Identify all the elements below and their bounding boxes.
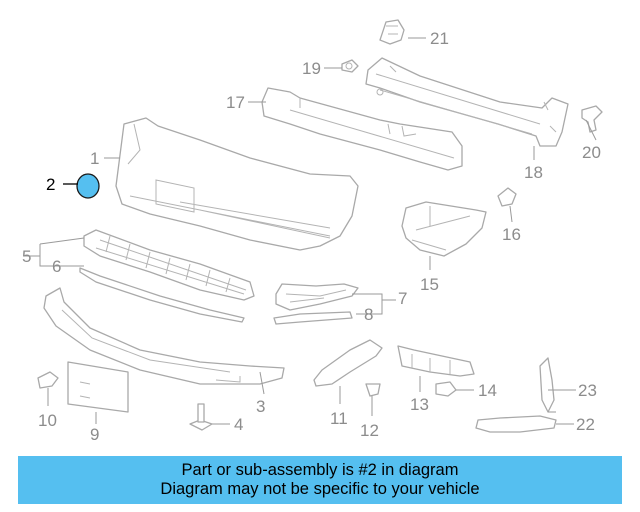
callout-17: 17	[226, 93, 245, 112]
part-12-clip	[365, 383, 381, 397]
part-19-bolt	[341, 59, 359, 73]
part-11-bracket	[313, 339, 383, 387]
part-16-bolt	[497, 187, 517, 207]
part-20-bolt	[581, 105, 603, 133]
callout-6: 6	[52, 257, 61, 276]
callout-12: 12	[360, 421, 379, 440]
part-8-lower-strip	[273, 311, 353, 325]
part-21-bracket	[379, 19, 405, 45]
info-banner: Part or sub-assembly is #2 in diagram Di…	[18, 456, 622, 504]
callout-18: 18	[524, 163, 543, 182]
callout-9: 9	[90, 425, 99, 444]
part-4-screw	[189, 403, 213, 431]
part-15-mount-bracket	[401, 201, 487, 257]
callout-22: 22	[576, 415, 595, 434]
parts-diagram: 21 19 17 20 18 1 2 16 5 6 15 7 8 3 4 10 …	[22, 19, 603, 444]
part-14-nut	[435, 381, 457, 397]
callout-labels: 21 19 17 20 18 1 2 16 5 6 15 7 8 3 4 10 …	[22, 29, 601, 444]
banner-line-2: Diagram may not be specific to your vehi…	[160, 480, 480, 498]
part-18-reinforcement-bar	[365, 57, 569, 147]
part-22-strip	[475, 415, 557, 433]
callout-20: 20	[582, 143, 601, 162]
part-9-license-bracket	[67, 361, 129, 413]
part-2-cap-plug	[76, 173, 100, 199]
part-13-bracket	[397, 345, 475, 377]
callout-13: 13	[410, 395, 429, 414]
callout-2: 2	[46, 175, 55, 194]
callout-23: 23	[578, 381, 597, 400]
banner-line-1: Part or sub-assembly is #2 in diagram	[181, 461, 459, 479]
part-10-clip	[37, 371, 59, 389]
part-7-bezel-assembly	[275, 283, 359, 311]
callout-7: 7	[398, 289, 407, 308]
callout-11: 11	[330, 409, 348, 428]
part-17-energy-absorber	[261, 87, 463, 171]
callout-14: 14	[478, 381, 497, 400]
callout-4: 4	[234, 415, 243, 434]
callout-5: 5	[22, 247, 31, 266]
callout-3: 3	[256, 397, 265, 416]
part-5-grille	[83, 229, 255, 301]
callout-15: 15	[420, 275, 439, 294]
callout-10: 10	[38, 411, 57, 430]
part-23-trim	[539, 357, 555, 413]
callout-8: 8	[364, 305, 373, 324]
part-6-molding-strip	[79, 267, 245, 323]
callout-16: 16	[502, 225, 521, 244]
part-1-bumper-cover	[115, 117, 359, 251]
leader-lines	[24, 37, 597, 425]
callout-1: 1	[90, 149, 99, 168]
callout-21: 21	[430, 29, 449, 48]
callout-19: 19	[302, 59, 321, 78]
